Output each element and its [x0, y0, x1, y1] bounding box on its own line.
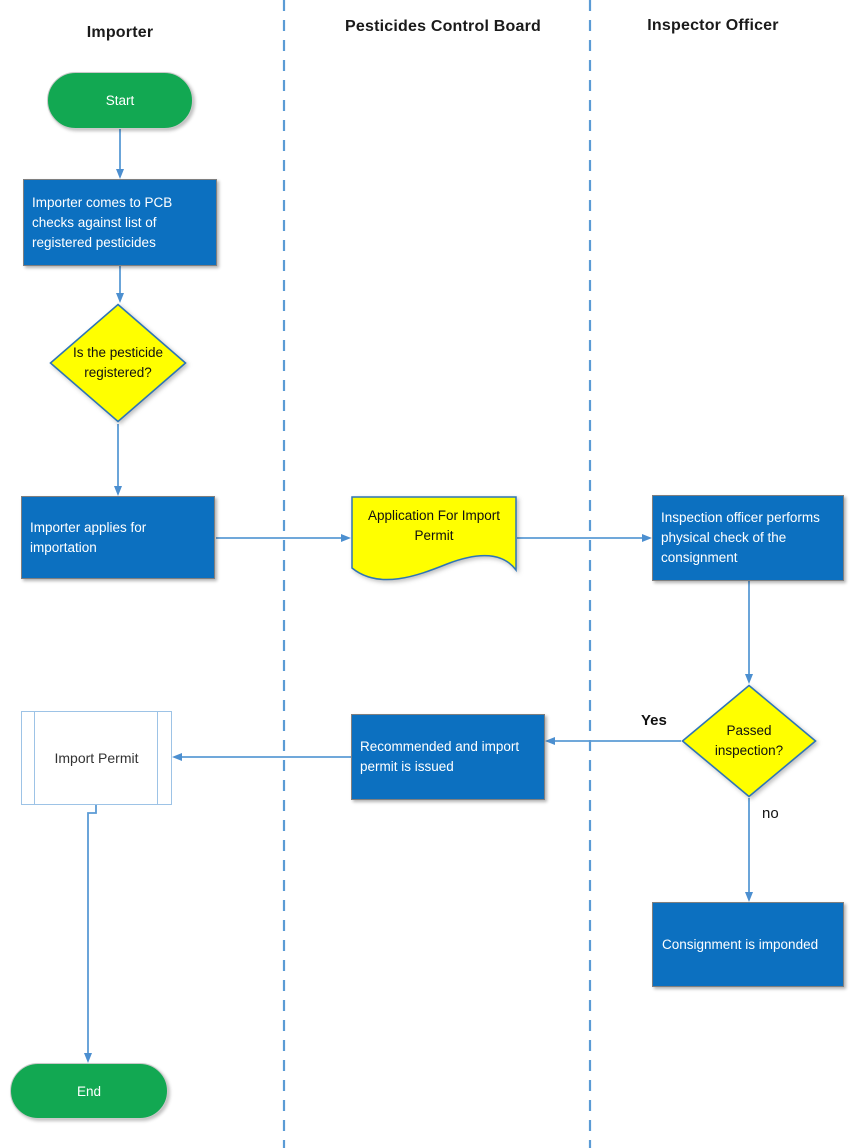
shape-label: Consignment is imponded: [662, 936, 819, 952]
shape-label: End: [76, 1083, 102, 1099]
process-importer-applies: Importer applies for importation: [21, 496, 215, 579]
shape-label: Inspection officer performs physical che…: [661, 510, 820, 565]
start-terminator: Start: [47, 72, 193, 129]
edge-label-yes: Yes: [641, 712, 667, 729]
predefined-import-permit: Import Permit: [21, 711, 172, 805]
end-terminator: End: [10, 1063, 168, 1119]
process-inspection-physical-check: Inspection officer performs physical che…: [652, 495, 844, 581]
predefined-right-bar: [157, 712, 158, 804]
decision-is-pesticide-registered: Is the pesticide registered?: [49, 303, 187, 423]
lane-title-importer: Importer: [86, 24, 154, 41]
shape-label: Is the pesticide registered?: [72, 345, 164, 380]
shape-label: Importer applies for importation: [30, 519, 147, 555]
diamond-shape: [49, 303, 187, 423]
document-shape: [351, 496, 517, 581]
edge-permit-to-end: [84, 805, 97, 1063]
shape-label: Start: [105, 93, 135, 108]
shape-label: Application For Import Permit: [367, 508, 501, 543]
process-consignment-imponded: Consignment is imponded: [652, 902, 844, 987]
process-recommended-permit-issued: Recommended and import permit is issued: [351, 714, 545, 800]
process-check-registered-list: Importer comes to PCB checks against lis…: [23, 179, 217, 266]
edge-label-no: no: [762, 805, 779, 822]
decision-passed-inspection: Passed inspection?: [681, 684, 817, 798]
shape-label: Passed inspection?: [714, 723, 784, 758]
predefined-left-bar: [34, 712, 35, 804]
lane-title-pesticides-control-board: Pesticides Control Board: [345, 18, 541, 35]
lane-title-inspector-officer: Inspector Officer: [647, 17, 779, 34]
document-application-import-permit: Application For Import Permit: [351, 496, 517, 591]
diamond-shape: [681, 684, 817, 798]
shape-label: Import Permit: [54, 750, 139, 766]
shape-label: Importer comes to PCB checks against lis…: [32, 194, 173, 250]
shape-label: Recommended and import permit is issued: [360, 739, 520, 774]
